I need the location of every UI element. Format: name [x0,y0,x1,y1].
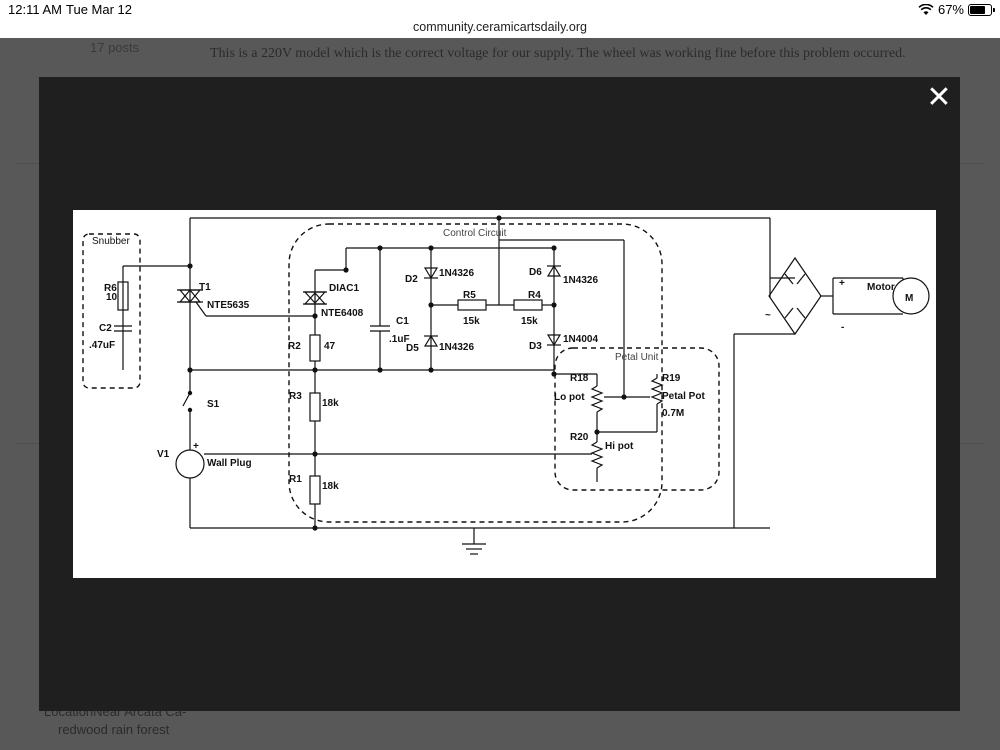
label-r2: R2 [288,341,301,352]
label-v1: V1 [157,449,170,460]
label-r20: R20 [570,432,589,443]
label-d3: D3 [529,341,542,352]
label-tilde: ~ [765,310,771,321]
label-c2-value: .47uF [89,340,115,351]
label-r19-value: 0.7M [662,408,684,419]
label-d6-part: 1N4326 [563,275,598,286]
url-domain: community.ceramicartsdaily.org [413,20,587,34]
label-hi-pot: Hi pot [605,441,634,452]
label-r3: R3 [289,391,302,402]
label-d5: D5 [406,343,419,354]
label-motor: Motor [867,282,895,293]
status-right: 67% [918,2,995,17]
label-d6: D6 [529,267,542,278]
label-s1: S1 [207,399,220,410]
close-icon[interactable]: ✕ [926,81,952,114]
label-diac1: DIAC1 [329,283,359,294]
label-c1: C1 [396,316,409,327]
wifi-icon [918,3,934,15]
label-r4: R4 [528,290,541,301]
location-line-2: redwood rain forest [58,722,170,737]
label-r2-value: 47 [324,341,336,352]
battery-percent: 67% [937,2,964,17]
label-v1-plus: + [193,441,199,452]
label-r6-value: 10 [106,292,118,303]
label-minus: - [841,322,844,333]
label-plus: + [839,278,845,289]
label-d2: D2 [405,274,418,285]
posts-count: 17 posts [90,40,140,55]
label-r1: R1 [289,474,302,485]
motor-symbol: M [905,293,913,304]
battery-icon [968,3,995,16]
label-d2-part: 1N4326 [439,268,474,279]
url-bar[interactable]: community.ceramicartsdaily.org [0,20,1000,38]
label-d3-part: 1N4004 [563,334,598,345]
label-t1: T1 [199,282,211,293]
label-r19: R19 [662,373,681,384]
label-wall-plug: Wall Plug [207,458,252,469]
label-diac1-part: NTE6408 [321,308,364,319]
label-c2: C2 [99,323,112,334]
status-time: 12:11 AM [8,2,62,17]
group-snubber-label: Snubber [92,236,130,247]
label-c1-value: .1uF [389,334,410,345]
label-r4-value: 15k [521,316,538,327]
label-t1-part: NTE5635 [207,300,250,311]
post-text: This is a 220V model which is the correc… [210,46,906,61]
status-date: Tue Mar 12 [66,2,132,17]
label-petal-pot: Petal Pot [662,391,705,402]
label-r1-value: 18k [322,481,339,492]
label-d5-part: 1N4326 [439,342,474,353]
group-control-label: Control Circuit [443,228,507,239]
label-r18: R18 [570,373,589,384]
label-r6: R6 [104,283,117,294]
schematic-diagram: Snubber Control Circuit Petal Unit R6 10… [82,215,930,555]
schematic-image: Snubber Control Circuit Petal Unit R6 10… [73,210,936,578]
label-r5-value: 15k [463,316,480,327]
label-lo-pot: Lo pot [554,392,585,403]
group-petal-label: Petal Unit [615,352,659,363]
label-r3-value: 18k [322,398,339,409]
status-bar: 12:11 AM Tue Mar 12 67% [0,0,1000,20]
label-r5: R5 [463,290,476,301]
